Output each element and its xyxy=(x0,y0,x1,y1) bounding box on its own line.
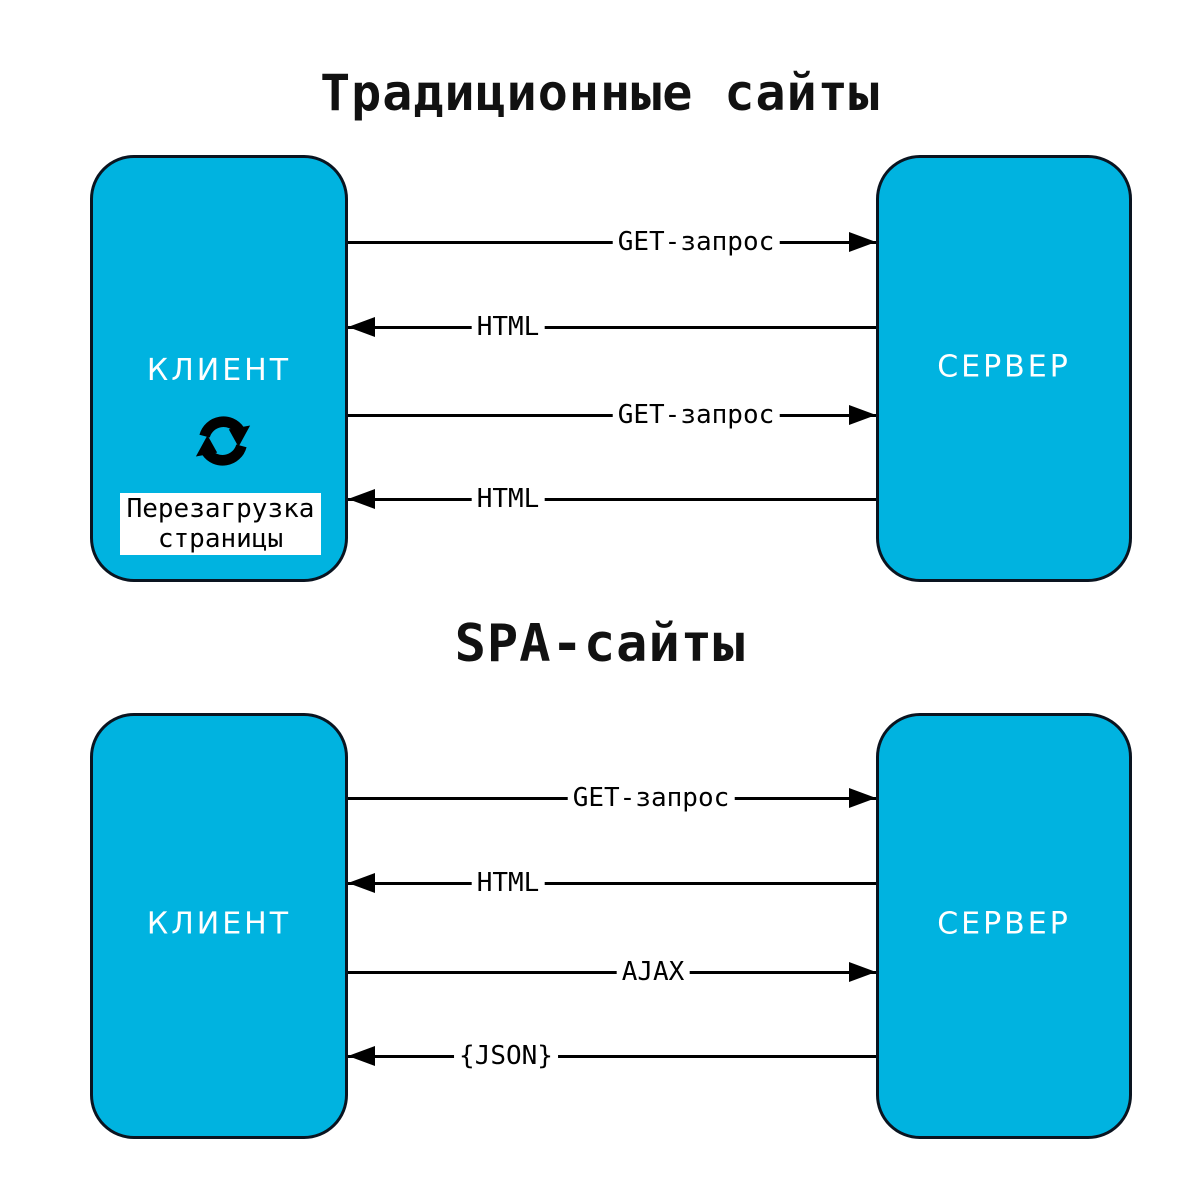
arrow-spa-ajax-request: AJAX xyxy=(348,952,876,992)
arrow-line xyxy=(348,497,876,501)
arrow-spa-get-request: GET-запрос xyxy=(348,778,876,818)
traditional-server-label: СЕРВЕР xyxy=(937,348,1071,384)
arrow-get-request-2: GET-запрос xyxy=(348,395,876,435)
arrow-line xyxy=(348,1054,876,1058)
traditional-server-box: СЕРВЕР xyxy=(876,155,1132,582)
arrow-line xyxy=(348,240,876,244)
arrow-label-html: HTML xyxy=(471,867,545,899)
spa-server-label: СЕРВЕР xyxy=(937,906,1071,942)
traditional-client-box: КЛИЕНТ Перезагрузка страницы xyxy=(90,155,348,582)
spa-sites-title: SPA-сайты xyxy=(454,614,746,674)
arrow-label-json: {JSON} xyxy=(454,1040,558,1072)
arrowhead-left-icon xyxy=(348,873,375,893)
arrowhead-right-icon xyxy=(849,405,876,425)
spa-server-box: СЕРВЕР xyxy=(876,713,1132,1139)
arrowhead-right-icon xyxy=(849,788,876,808)
arrowhead-left-icon xyxy=(348,489,375,509)
arrow-line xyxy=(348,970,876,974)
spa-client-label: КЛИЕНТ xyxy=(146,906,292,942)
arrow-label-html: HTML xyxy=(471,483,545,515)
page-reload-note-line2: страницы xyxy=(157,524,284,554)
arrow-spa-json-response: {JSON} xyxy=(348,1036,876,1076)
arrowhead-left-icon xyxy=(348,1046,375,1066)
arrow-label-get-request: GET-запрос xyxy=(612,226,780,258)
traditional-client-label: КЛИЕНТ xyxy=(146,353,292,388)
arrow-line xyxy=(348,325,876,329)
arrow-html-response-1: HTML xyxy=(348,307,876,347)
arrow-spa-html-response: HTML xyxy=(348,863,876,903)
page-reload-note-line1: Перезагрузка xyxy=(126,494,315,524)
arrow-label-get-request: GET-запрос xyxy=(567,782,735,814)
page-reload-note: Перезагрузка страницы xyxy=(120,493,321,555)
arrow-get-request-1: GET-запрос xyxy=(348,222,876,262)
arrow-line xyxy=(348,881,876,885)
arrow-label-html: HTML xyxy=(471,311,545,343)
arrow-label-get-request: GET-запрос xyxy=(612,399,780,431)
arrow-label-ajax: AJAX xyxy=(616,956,690,988)
arrowhead-right-icon xyxy=(849,962,876,982)
spa-client-box: КЛИЕНТ xyxy=(90,713,348,1139)
traditional-sites-title: Традиционные сайты xyxy=(320,64,880,122)
arrowhead-right-icon xyxy=(849,232,876,252)
refresh-icon xyxy=(192,410,254,472)
arrowhead-left-icon xyxy=(348,317,375,337)
arrow-line xyxy=(348,413,876,417)
arrow-html-response-2: HTML xyxy=(348,479,876,519)
